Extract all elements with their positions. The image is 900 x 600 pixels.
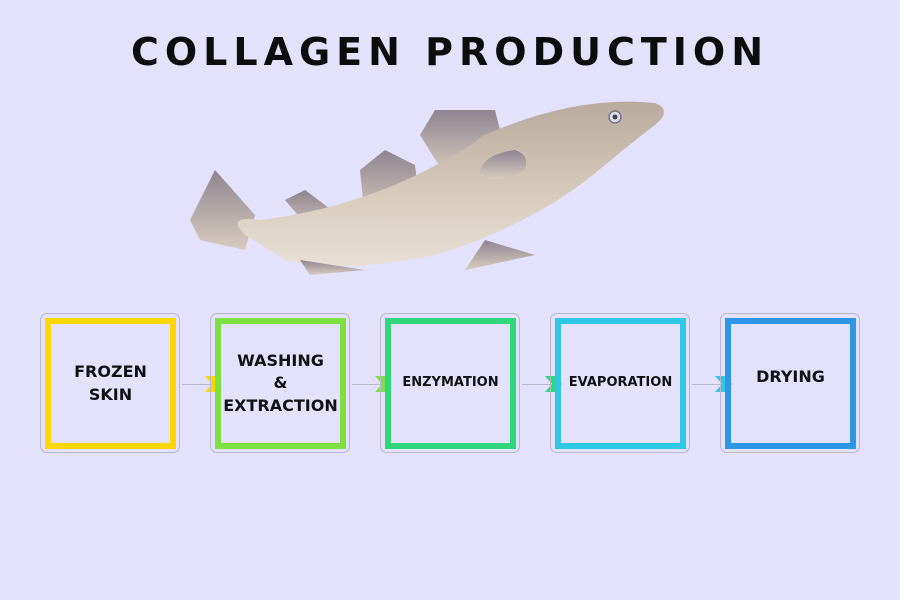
step-frame [720,313,860,453]
step-drying: DRYING [725,318,856,449]
fish-illustration [190,101,664,275]
step-label: DRYING [756,367,825,386]
step-washing-extraction: WASHING &EXTRACTION [215,318,346,449]
step-frame [550,313,690,453]
step-label: & [273,373,288,393]
connector-line [182,384,212,385]
page-title: COLLAGEN PRODUCTION [130,30,770,74]
step-frame [210,313,350,453]
step-label: FROZEN [74,362,147,382]
step-evaporation: EVAPORATION [555,318,686,449]
connector-line [692,384,722,385]
step-label: SKIN [88,384,133,404]
connector-line [352,384,382,385]
step-label: EXTRACTION [223,395,338,415]
step-frame [40,313,180,453]
connector-line [522,384,552,385]
step-enzymation: ENZYMATION [385,318,516,449]
step-frame [380,313,520,453]
step-label: WASHING [237,350,324,370]
step-label: EVAPORATION [568,375,673,391]
step-label: ENZYMATION [402,375,499,391]
